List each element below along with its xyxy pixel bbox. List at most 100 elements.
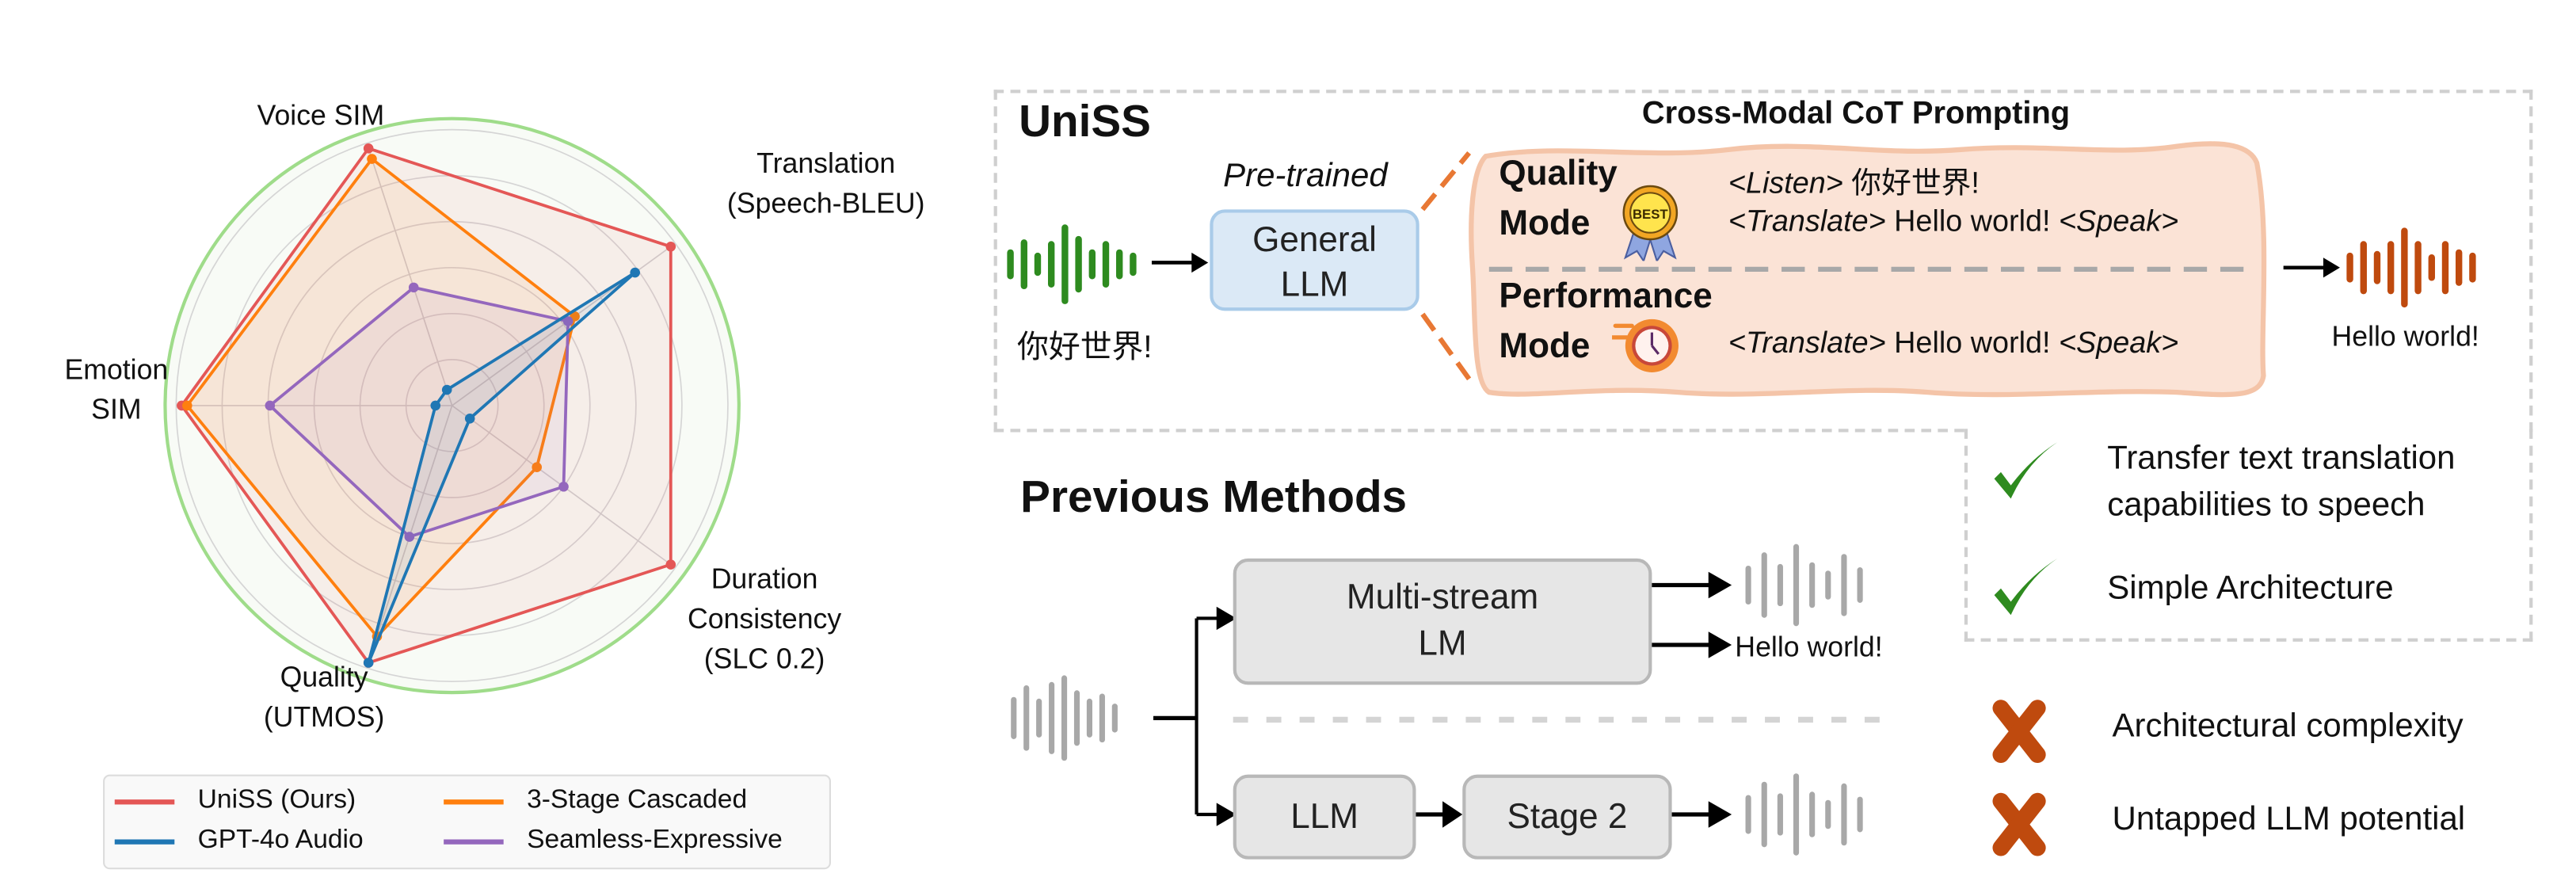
performance-line1: <Translate> Hello world! <Speak> xyxy=(1728,326,2178,360)
radar-axis-label: Quality xyxy=(280,661,368,692)
check-icon xyxy=(1994,558,2058,616)
radar-point xyxy=(182,400,192,411)
best-badge-icon: BEST xyxy=(1622,185,1679,261)
radar-point xyxy=(558,481,569,492)
listen-tag: <Listen> xyxy=(1728,166,1843,200)
general-llm-box: General LLM xyxy=(1210,209,1419,311)
legend-label: GPT-4o Audio xyxy=(197,826,364,855)
radar-series-seamless-expressive xyxy=(267,285,570,539)
text-output: Hello world! xyxy=(1735,631,1883,664)
radar-series xyxy=(177,143,676,668)
uniss-panel xyxy=(993,90,2533,433)
translate-text: Hello world! xyxy=(1885,204,2059,238)
cross-icon xyxy=(1992,792,2046,856)
radar-point xyxy=(363,143,374,154)
check-icon xyxy=(1994,442,2058,499)
radar-axis-label: Consistency xyxy=(688,603,841,635)
legend-label: 3-Stage Cascaded xyxy=(527,786,748,815)
legend-label: UniSS (Ours) xyxy=(197,786,356,815)
previous-methods-diagram xyxy=(1011,543,1895,856)
radar-point xyxy=(367,154,377,164)
general-llm-line2: LLM xyxy=(1280,265,1349,304)
radar-point xyxy=(404,532,415,542)
radar-point xyxy=(441,384,452,395)
radar-point xyxy=(532,462,543,472)
radar-series-uniss-ours- xyxy=(180,147,673,665)
radar-axis-label: (Speech-BLEU) xyxy=(727,188,925,219)
legend-swatch xyxy=(444,838,504,844)
multistream-line1: Multi-stream xyxy=(1346,578,1539,617)
legend-item-gpt4o: GPT-4o Audio xyxy=(114,826,364,856)
radar-axis-labels: Voice SIM Translation (Speech-BLEU) Duratio… xyxy=(64,99,924,732)
radar-point xyxy=(408,282,419,293)
translate-tag: <Translate> xyxy=(1728,204,1886,238)
pro-item: Simple Architecture xyxy=(2107,570,2394,607)
radar-axis-label: Emotion xyxy=(64,353,168,385)
input-text: 你好世界! xyxy=(1016,330,1153,366)
radar-axis-label: (UTMOS) xyxy=(264,701,385,733)
translate-tag: <Translate> xyxy=(1728,326,1886,360)
uniss-panel-edge xyxy=(993,429,1964,433)
radar-point xyxy=(430,400,441,411)
arrow-icon xyxy=(2283,257,2340,278)
legend-item-seamless: Seamless-Expressive xyxy=(444,826,783,856)
quality-line1: <Listen> 你好世界! xyxy=(1728,159,1980,203)
radar-point xyxy=(464,413,475,424)
cross-icon xyxy=(1992,700,2046,763)
listen-text: 你好世界! xyxy=(1842,166,1980,200)
previous-methods-title: Previous Methods xyxy=(1020,471,1408,522)
input-waveform-icon xyxy=(1007,224,1137,304)
legend-item-cascaded: 3-Stage Cascaded xyxy=(444,786,747,816)
best-badge-text: BEST xyxy=(1633,207,1668,222)
quality-mode-line1: Quality xyxy=(1499,154,1618,193)
quality-line2: <Translate> Hello world! <Speak> xyxy=(1728,204,2178,239)
chart-legend: UniSS (Ours) GPT-4o Audio 3-Stage Cascad… xyxy=(103,774,832,870)
pro-line: Transfer text translation xyxy=(2107,440,2456,478)
pros-panel xyxy=(1964,429,2533,642)
radar-point xyxy=(363,658,374,668)
radar-axis-label: SIM xyxy=(91,394,141,425)
performance-mode-line2: Mode xyxy=(1499,327,1591,366)
speak-tag: <Speak> xyxy=(2058,204,2179,238)
quality-mode-line2: Mode xyxy=(1499,204,1591,243)
llm-box: LLM xyxy=(1233,774,1416,860)
multistream-line2: LM xyxy=(1418,624,1467,664)
output-waveform-icon xyxy=(2346,227,2476,308)
uniss-title: UniSS xyxy=(1019,96,1151,147)
legend-swatch xyxy=(114,799,175,804)
radar-spoke xyxy=(366,143,453,406)
stage2-box: Stage 2 xyxy=(1462,774,1672,860)
radar-point xyxy=(265,400,276,411)
con-item: Untapped LLM potential xyxy=(2112,801,2466,838)
speak-tag: <Speak> xyxy=(2058,326,2179,360)
radar-chart: Voice SIM Translation (Speech-BLEU) Duratio… xyxy=(64,99,924,732)
general-llm-line1: General xyxy=(1252,221,1377,260)
quality-mode-label: Quality Mode xyxy=(1499,150,1617,250)
radar-point xyxy=(665,242,676,252)
legend-swatch xyxy=(114,838,175,844)
pro-item: Transfer text translation capabilities t… xyxy=(2107,436,2455,528)
radar-axis-label: Duration xyxy=(711,563,818,595)
radar-grid xyxy=(163,116,741,695)
zoom-connector xyxy=(1420,151,1472,381)
legend-swatch xyxy=(444,799,504,804)
translate-text: Hello world! xyxy=(1885,326,2059,360)
radar-axis-label: Translation xyxy=(756,147,895,179)
pretrained-label: Pre-trained xyxy=(1223,158,1388,195)
cot-title: Cross-Modal CoT Prompting xyxy=(1641,96,2071,132)
multistream-lm-box: Multi-stream LM xyxy=(1233,558,1652,685)
radar-axis-label: (SLC 0.2) xyxy=(704,643,825,674)
pro-line: capabilities to speech xyxy=(2107,486,2425,524)
legend-label: Seamless-Expressive xyxy=(527,826,783,855)
stopwatch-icon xyxy=(1612,318,1679,372)
performance-mode-label: Performance Mode xyxy=(1499,273,1712,372)
legend-item-uniss: UniSS (Ours) xyxy=(114,786,356,816)
performance-mode-line1: Performance xyxy=(1499,277,1713,316)
radar-point xyxy=(562,316,574,326)
output-text: Hello world! xyxy=(2331,320,2479,353)
radar-series-3-stage-cascaded xyxy=(185,156,577,639)
arrow-icon xyxy=(1151,252,1209,273)
radar-point xyxy=(630,267,640,278)
radar-axis-label: Voice SIM xyxy=(257,99,385,131)
